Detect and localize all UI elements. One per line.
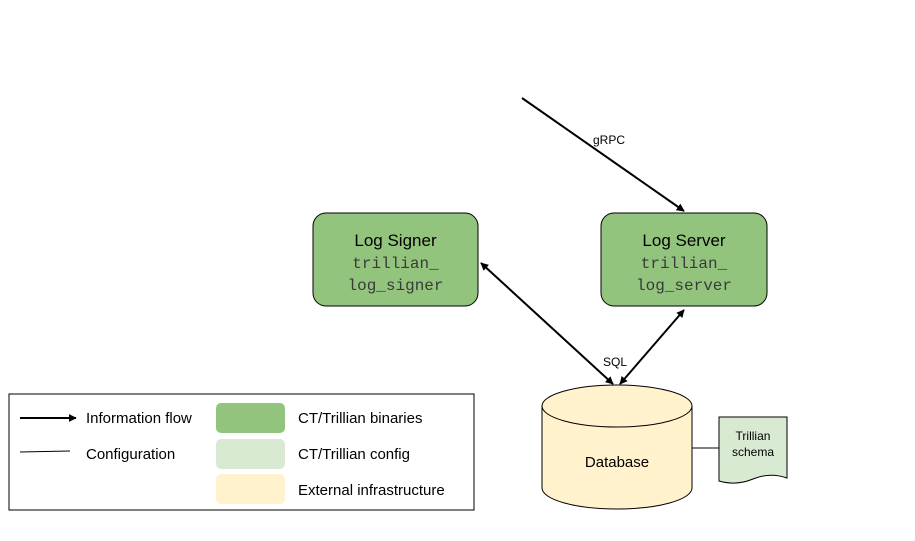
legend-external-swatch	[216, 474, 285, 504]
log-signer-box	[312, 212, 479, 307]
database-label: Database	[585, 454, 649, 471]
log-server-box	[600, 212, 768, 307]
database-cylinder-body	[541, 406, 693, 510]
schema-document-shape	[718, 416, 788, 484]
log-server-code-line1: trillian_	[641, 255, 728, 273]
grpc-edge	[521, 97, 685, 212]
log-signer-code-line2: log_signer	[347, 277, 443, 295]
log-signer-node: Log Signer trillian_ log_signer	[312, 212, 479, 307]
legend-configuration-label: Configuration	[86, 446, 175, 463]
legend-binaries-label: CT/Trillian binaries	[298, 410, 422, 427]
schema-label-line2: schema	[732, 445, 774, 459]
log-signer-title: Log Signer	[354, 231, 437, 250]
legend-config-swatch	[216, 439, 285, 469]
legend-config-label: CT/Trillian config	[298, 446, 410, 463]
schema-label-line1: Trillian	[736, 429, 771, 443]
log-server-code-line2: log_server	[636, 277, 732, 295]
grpc-label: gRPC	[593, 133, 625, 147]
server-db-edge	[619, 309, 685, 385]
log-server-title: Log Server	[642, 231, 725, 250]
log-signer-code-line1: trillian_	[352, 255, 439, 273]
legend: Information flow Configuration CT/Trilli…	[8, 393, 475, 511]
schema-document: Trillian schema	[718, 416, 788, 484]
database-cylinder-top	[541, 384, 693, 428]
sql-label: SQL	[603, 355, 627, 369]
legend-binaries-swatch	[216, 403, 285, 433]
database-node: Database	[541, 384, 693, 510]
log-server-node: Log Server trillian_ log_server	[600, 212, 768, 307]
signer-db-edge	[480, 262, 614, 385]
legend-configuration-line	[19, 450, 71, 453]
legend-information-flow-label: Information flow	[86, 410, 192, 427]
legend-external-label: External infrastructure	[298, 482, 445, 499]
